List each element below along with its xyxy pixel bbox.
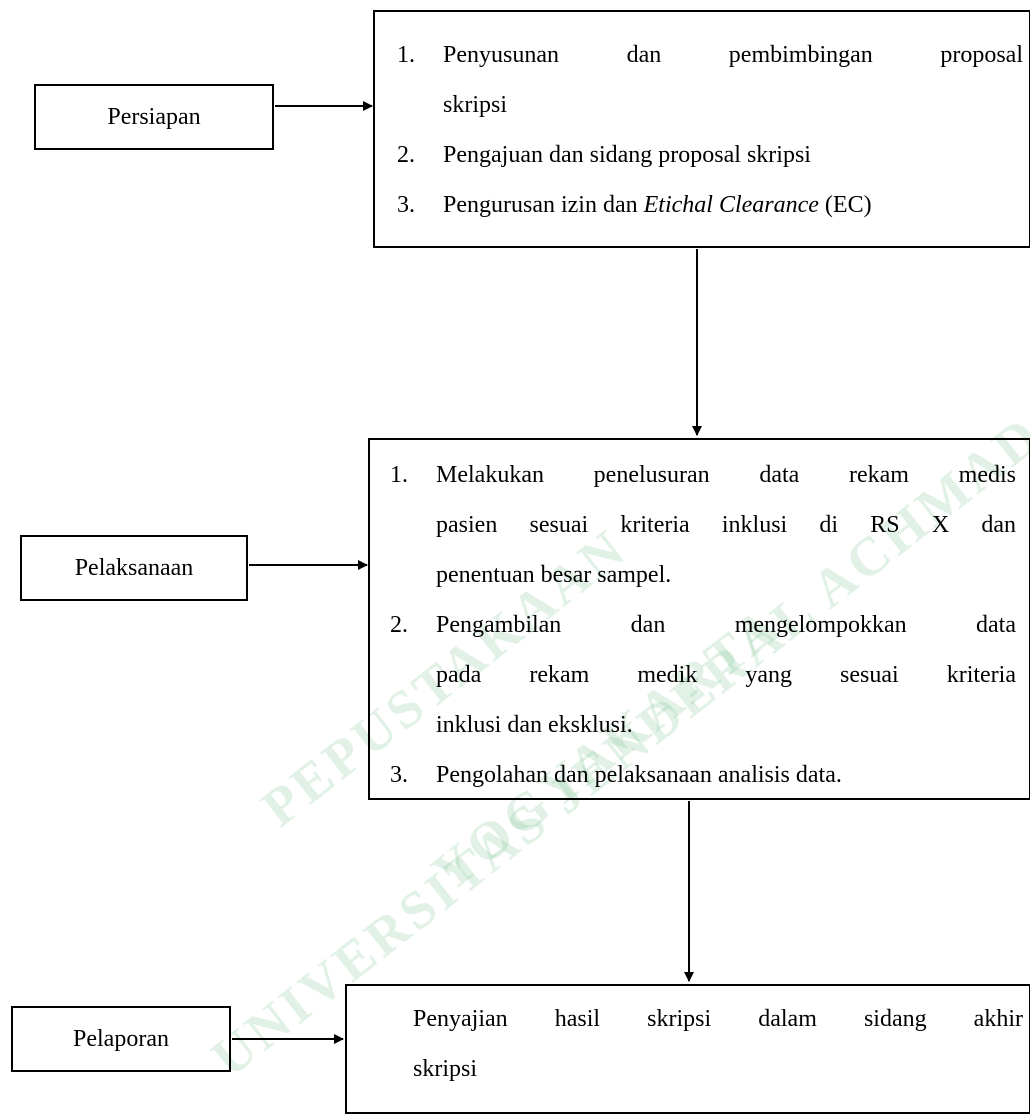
stage-pelaporan: Pelaporan	[11, 1006, 231, 1072]
stage-pelaporan-label: Pelaporan	[73, 1025, 169, 1052]
pelaporan-text: Penyajian hasil skripsi dalam sidang akh…	[413, 1006, 1023, 1082]
pelaksanaan-steps-list: 1. Melakukan penelusuran data rekam medi…	[390, 450, 1016, 800]
persiapan-step-1: 1. Penyusunan dan pembimbingan proposal …	[397, 42, 1023, 118]
stage-persiapan: Persiapan	[34, 84, 274, 150]
persiapan-step-2: 2. Pengajuan dan sidang proposal skripsi	[397, 142, 811, 168]
pelaksanaan-step-1: 1. Melakukan penelusuran data rekam medi…	[390, 462, 1016, 588]
stage-pelaksanaan: Pelaksanaan	[20, 535, 248, 601]
stage-pelaksanaan-label: Pelaksanaan	[74, 554, 194, 581]
persiapan-step-3: 3. Pengurusan izin dan Etichal Clearance…	[397, 192, 872, 218]
persiapan-steps-list: 1. Penyusunan dan pembimbingan proposal …	[397, 30, 1023, 230]
pelaksanaan-step-2: 2. Pengambilan dan mengelompokkan data p…	[390, 612, 1016, 738]
stage-persiapan-label: Persiapan	[107, 103, 201, 130]
pelaksanaan-step-3: 3. Pengolahan dan pelaksanaan analisis d…	[390, 762, 842, 788]
persiapan-steps-box: 1. Penyusunan dan pembimbingan proposal …	[373, 10, 1030, 248]
